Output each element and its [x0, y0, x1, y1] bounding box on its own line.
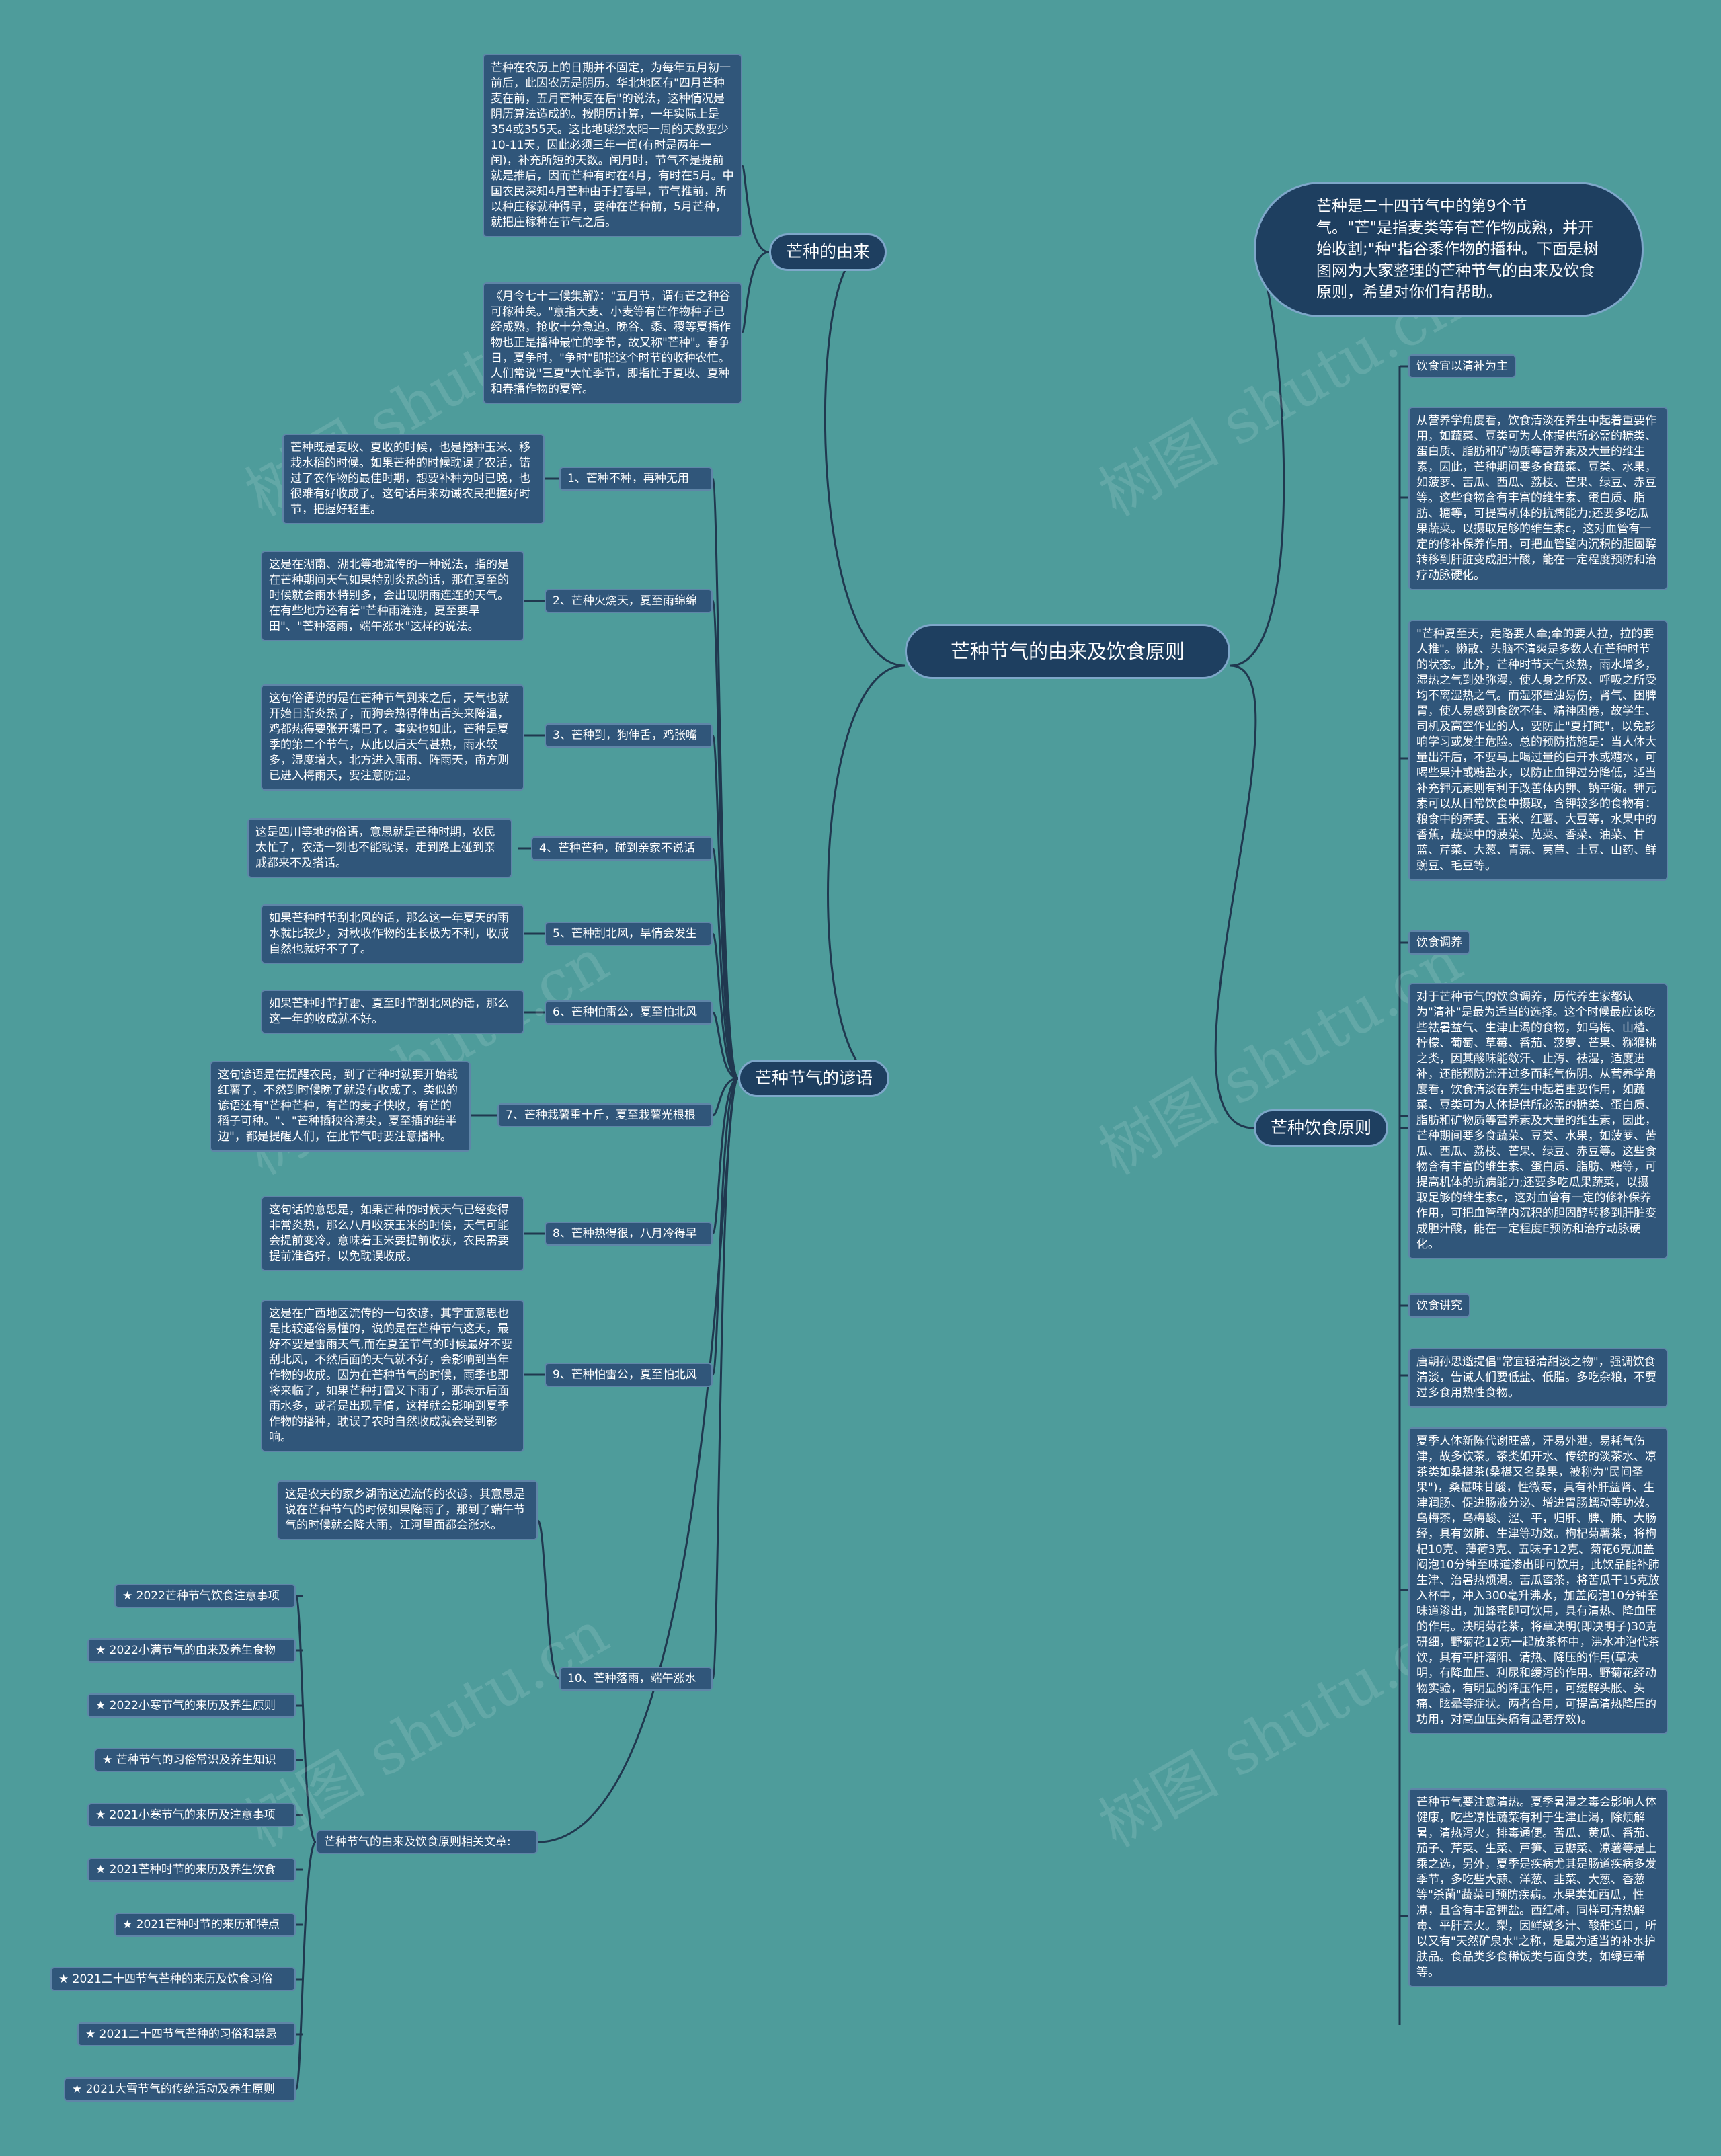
proverb-title[interactable]: 5、芒种刮北风，旱情会发生: [545, 922, 713, 946]
proverb-title[interactable]: 10、芒种落雨，端午涨水: [559, 1667, 713, 1691]
proverb-title[interactable]: 1、芒种不种，再种无用: [559, 467, 713, 491]
proverb-title[interactable]: 4、芒种芒种，碰到亲家不说话: [531, 836, 713, 861]
origin-text-1: 芒种在农历上的日期并不固定，为每年五月初一前后，此因农历是阴历。华北地区有"四月…: [483, 54, 742, 237]
related-articles-label: 芒种节气的由来及饮食原则相关文章:: [316, 1830, 538, 1854]
proverb-text: 这是在湖南、湖北等地流传的一种说法，指的是在芒种期间天气如果特别炎热的话，那在夏…: [261, 551, 524, 641]
branch-diet[interactable]: 芒种饮食原则: [1254, 1109, 1389, 1147]
proverb-text: 如果芒种时节打雷、夏至时节刮北风的话，那么这一年的收成就不好。: [261, 990, 524, 1034]
related-article-link[interactable]: ★ 2021小寒节气的来历及注意事项: [87, 1803, 296, 1827]
proverb-text: 这句谚语是在提醒农民，到了芒种时就要开始栽红薯了，不然到时候晚了就没有收成了。类…: [210, 1061, 471, 1152]
proverb-title[interactable]: 3、芒种到，狗伸舌，鸡张嘴: [545, 723, 713, 748]
diet-sub-title[interactable]: 饮食调养: [1408, 930, 1470, 955]
diet-text: 夏季人体新陈代谢旺盛，汗易外泄，易耗气伤津，故多饮茶。茶类如开水、传统的淡茶水、…: [1408, 1427, 1668, 1734]
diet-text: "芒种夏至天，走路要人牵;牵的要人拉，拉的要人推"。懒散、头脑不清爽是多数人在芒…: [1408, 620, 1668, 881]
related-article-link[interactable]: ★ 芒种节气的习俗常识及养生知识: [94, 1748, 296, 1772]
related-article-link[interactable]: ★ 2021芒种时节的来历及养生饮食: [87, 1858, 296, 1882]
root-node[interactable]: 芒种节气的由来及饮食原则: [905, 624, 1230, 679]
proverb-text: 这是四川等地的俗语，意思就是芒种时期，农民太忙了，农活一刻也不能耽误，走到路上碰…: [247, 818, 512, 878]
diet-text: 唐朝孙思邈提倡"常宜轻清甜淡之物"，强调饮食清淡，告诫人们要低盐、低脂。多吃杂粮…: [1408, 1348, 1668, 1408]
related-article-link[interactable]: ★ 2021芒种时节的来历和特点: [114, 1913, 296, 1937]
related-article-link[interactable]: ★ 2021二十四节气芒种的习俗和禁忌: [77, 2022, 296, 2046]
proverb-text: 这句俗语说的是在芒种节气到来之后，天气也就开始日渐炎热了，而狗会热得伸出舌头来降…: [261, 684, 524, 791]
proverb-title[interactable]: 8、芒种热得很，八月冷得早: [545, 1222, 713, 1246]
proverb-text: 如果芒种时节刮北风的话，那么这一年夏天的雨水就比较少，对秋收作物的生长极为不利，…: [261, 904, 524, 964]
proverb-title[interactable]: 2、芒种火烧天，夏至雨绵绵: [545, 589, 713, 613]
diet-sub-title[interactable]: 饮食宜以清补为主: [1408, 354, 1516, 378]
related-article-link[interactable]: ★ 2021大雪节气的传统活动及养生原则: [64, 2077, 296, 2102]
proverb-title[interactable]: 7、芒种栽薯重十斤，夏至栽薯光根根: [497, 1103, 713, 1127]
origin-text-2: 《月令七十二候集解》："五月节，谓有芒之种谷可稼种矣。"意指大麦、小麦等有芒作物…: [483, 282, 742, 404]
related-article-link[interactable]: ★ 2021二十四节气芒种的来历及饮食习俗: [50, 1967, 296, 1991]
proverb-title[interactable]: 9、芒种怕雷公，夏至怕北风: [545, 1363, 713, 1387]
related-article-link[interactable]: ★ 2022芒种节气饮食注意事项: [114, 1584, 296, 1608]
diet-sub-title[interactable]: 饮食讲究: [1408, 1293, 1470, 1318]
diet-text: 芒种节气要注意清热。夏季暑湿之毒会影响人体健康，吃些凉性蔬菜有利于生津止渴，除烦…: [1408, 1788, 1668, 1987]
branch-origin[interactable]: 芒种的由来: [769, 233, 887, 271]
branch-proverbs[interactable]: 芒种节气的谚语: [738, 1060, 890, 1097]
related-article-link[interactable]: ★ 2022小满节气的由来及养生食物: [87, 1638, 296, 1663]
diet-text: 从营养学角度看，饮食清淡在养生中起着重要作用，如蔬菜、豆类可为人体提供所必需的糖…: [1408, 407, 1668, 590]
intro-node[interactable]: 芒种是二十四节气中的第9个节气。"芒"是指麦类等有芒作物成熟，并开始收割;"种"…: [1254, 182, 1644, 317]
related-article-link[interactable]: ★ 2022小寒节气的来历及养生原则: [87, 1693, 296, 1718]
proverb-text: 这是农夫的家乡湖南这边流传的农谚，其意思是说在芒种节气的时候如果降雨了，那到了端…: [277, 1480, 538, 1540]
proverb-title[interactable]: 6、芒种怕雷公，夏至怕北风: [545, 1000, 713, 1025]
proverb-text: 这句话的意思是，如果芒种的时候天气已经变得非常炎热，那么八月收获玉米的时候，天气…: [261, 1196, 524, 1271]
proverb-text: 这是在广西地区流传的一句农谚，其字面意思也是比较通俗易懂的，说的是在芒种节气这天…: [261, 1300, 524, 1452]
proverb-text: 芒种既是麦收、夏收的时候，也是播种玉米、移栽水稻的时候。如果芒种的时候耽误了农活…: [282, 434, 545, 524]
diet-text: 对于芒种节气的饮食调养，历代养生家都认为"清补"是最为适当的选择。这个时候最应该…: [1408, 983, 1668, 1259]
